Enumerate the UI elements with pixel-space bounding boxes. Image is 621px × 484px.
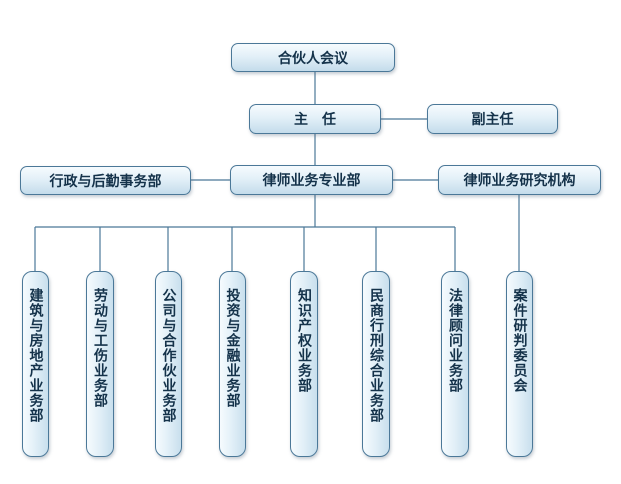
case-review-committee[interactable]: 案件研判委员会 xyxy=(506,271,533,457)
dept-legal-counsel-label: 法律顾问业务部 xyxy=(447,288,463,393)
director-label: 主 任 xyxy=(294,112,336,128)
dept-labor-injury-label: 劳动与工伤业务部 xyxy=(92,288,108,408)
dept-investment-finance-label: 投资与金融业务部 xyxy=(224,288,241,408)
dept-construction-realestate-label: 建筑与房地产业务部 xyxy=(27,288,44,423)
partners-meeting-label: 合伙人会议 xyxy=(278,50,348,67)
deputy-director-label: 副主任 xyxy=(471,112,514,128)
director-box[interactable]: 主 任 xyxy=(249,104,381,134)
dept-company-partnership[interactable]: 公司与合作伙业务部 xyxy=(155,271,182,457)
dept-labor-injury[interactable]: 劳动与工伤业务部 xyxy=(86,271,114,457)
dept-company-partnership-label: 公司与合作伙业务部 xyxy=(160,288,177,423)
dept-investment-finance[interactable]: 投资与金融业务部 xyxy=(219,271,246,457)
legal-practice-dept-label: 律师业务专业部 xyxy=(262,173,361,189)
dept-legal-counsel[interactable]: 法律顾问业务部 xyxy=(441,271,469,457)
admin-logistics-dept-label: 行政与后勤事务部 xyxy=(49,173,162,190)
case-review-committee-label: 案件研判委员会 xyxy=(511,288,528,393)
legal-practice-dept-box[interactable]: 律师业务专业部 xyxy=(230,165,393,195)
dept-intellectual-property[interactable]: 知识产权业务部 xyxy=(290,271,318,457)
dept-civil-commercial-criminal-label: 民商行刑综合业务部 xyxy=(368,288,384,423)
dept-intellectual-property-label: 知识产权业务部 xyxy=(296,288,312,393)
legal-research-institute-label: 律师业务研究机构 xyxy=(463,173,576,189)
dept-construction-realestate[interactable]: 建筑与房地产业务部 xyxy=(22,271,49,457)
partners-meeting-box[interactable]: 合伙人会议 xyxy=(231,43,395,72)
deputy-director-box[interactable]: 副主任 xyxy=(427,104,558,134)
dept-civil-commercial-criminal[interactable]: 民商行刑综合业务部 xyxy=(362,271,390,457)
admin-logistics-dept-box[interactable]: 行政与后勤事务部 xyxy=(20,166,191,195)
legal-research-institute-box[interactable]: 律师业务研究机构 xyxy=(438,165,601,195)
